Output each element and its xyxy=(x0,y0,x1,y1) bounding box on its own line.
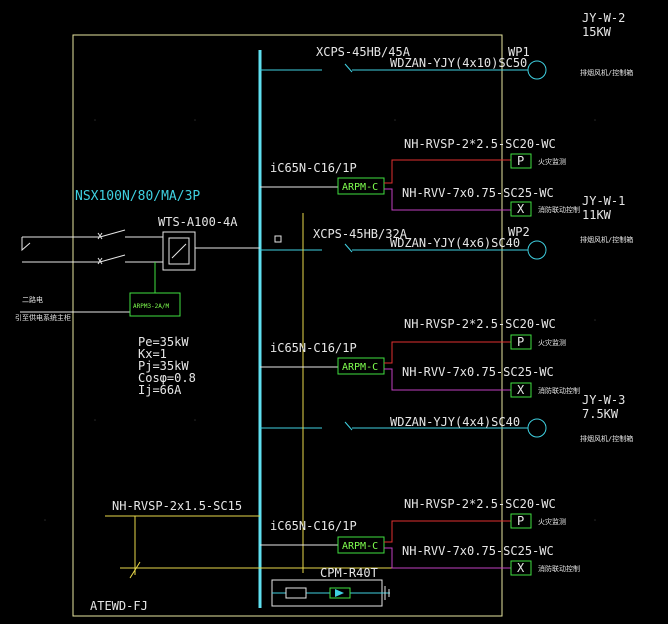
incoming-meter xyxy=(129,292,181,317)
feeder-2-line xyxy=(260,240,547,260)
ctrl-1-power-tag: P xyxy=(517,154,524,168)
ground-symbol xyxy=(384,586,390,600)
ctrl-3-power-desc: 火灾监测 xyxy=(538,517,566,526)
incoming-breaker-label: NSX100N/80/MA/3P xyxy=(75,189,200,204)
feeder-1-line xyxy=(260,60,547,80)
ctrl-2-power-desc: 火灾监测 xyxy=(538,338,566,347)
incoming-ats-label: WTS-A100-4A xyxy=(158,215,238,229)
ctrl-3-ctrl-tag: X xyxy=(517,561,525,575)
control-circuit-2 xyxy=(260,334,532,398)
bus-cable-label: NH-RVSP-2x1.5-SC15 xyxy=(112,499,242,513)
feeder-2-cable: WDZAN-YJY(4x6)SC40 xyxy=(390,236,520,250)
feeder-2-load-desc: 排烟风机/控制箱 xyxy=(580,235,633,244)
monitor-unit-label: CPM-R40T xyxy=(320,566,378,580)
feeder-1-load-id: JY-W-2 xyxy=(582,11,625,25)
ctrl-2-ctrl-desc: 消防联动控制 xyxy=(538,386,580,395)
ctrl-2-ctrl-cable: NH-RVV-7x0.75-SC25-WC xyxy=(402,365,554,379)
feeder-2-load-id: JY-W-1 xyxy=(582,194,625,208)
ctrl-1-breaker: iC65N-C16/1P xyxy=(270,161,357,175)
ctrl-2-power-cable: NH-RVSP-2*2.5-SC20-WC xyxy=(404,317,556,331)
feeder-2-load-power: 11KW xyxy=(582,208,612,222)
source-note-1: 二路电 xyxy=(22,295,43,304)
feeder-1-circuit: WP1 xyxy=(508,45,530,59)
calc-line: Kx=1 xyxy=(138,347,167,361)
ctrl-2-breaker: iC65N-C16/1P xyxy=(270,341,357,355)
ctrl-1-ctrl-desc: 消防联动控制 xyxy=(538,205,580,214)
calc-line: Pe=35kW xyxy=(138,335,189,349)
ctrl-2-monitor: ARPM-C xyxy=(342,362,378,373)
ctrl-1-power-desc: 火灾监测 xyxy=(538,157,566,166)
ctrl-3-monitor: ARPM-C xyxy=(342,541,378,552)
load-calculation: Pe=35kW Kx=1 Pj=35kW Cosφ=0.8 Ij=66A xyxy=(138,335,196,397)
control-circuit-3 xyxy=(260,513,532,576)
feeder-1-cable: WDZAN-YJY(4x10)SC50 xyxy=(390,56,527,70)
ats-switch-inner xyxy=(168,237,190,265)
feeder-1-load-power: 15KW xyxy=(582,25,612,39)
calc-line: Ij=66A xyxy=(138,383,182,397)
ctrl-2-power-tag: P xyxy=(517,335,524,349)
ctrl-2-ctrl-tag: X xyxy=(517,383,525,397)
ctrl-1-power-cable: NH-RVSP-2*2.5-SC20-WC xyxy=(404,137,556,151)
grid-dots xyxy=(44,119,596,521)
panel-frame xyxy=(72,34,503,617)
ctrl-3-ctrl-desc: 消防联动控制 xyxy=(538,564,580,573)
calc-line: Cosφ=0.8 xyxy=(138,371,196,385)
incoming-meter-label: ARPM3-2A/M xyxy=(133,303,170,310)
source-note-2: 引至供电系统主柜 xyxy=(15,313,71,322)
ctrl-1-ctrl-tag: X xyxy=(517,202,525,216)
ats-switch xyxy=(162,231,196,271)
feeder-3-line xyxy=(260,418,547,438)
incoming-lines xyxy=(20,229,260,313)
panel-name: ATEWD-FJ xyxy=(90,599,148,613)
feeder-3-load-id: JY-W-3 xyxy=(582,393,625,407)
feeder-1-breaker: XCPS-45HB/45A xyxy=(316,45,411,59)
ctrl-3-power-cable: NH-RVSP-2*2.5-SC20-WC xyxy=(404,497,556,511)
feeder-2-breaker: XCPS-45HB/32A xyxy=(313,227,408,241)
control-wiring xyxy=(120,213,395,579)
ctrl-3-breaker: iC65N-C16/1P xyxy=(270,519,357,533)
incoming-switch-marks xyxy=(97,232,103,265)
ctrl-3-ctrl-cable: NH-RVV-7x0.75-SC25-WC xyxy=(402,544,554,558)
calc-line: Pj=35kW xyxy=(138,359,189,373)
feeder-2-circuit: WP2 xyxy=(508,225,530,239)
feeder-1-load-desc: 排烟风机/控制箱 xyxy=(580,68,633,77)
ctrl-1-monitor: ARPM-C xyxy=(342,182,378,193)
control-circuit-1 xyxy=(260,153,532,217)
feeder-3-load-desc: 排烟风机/控制箱 xyxy=(580,434,633,443)
feeder-3-load-power: 7.5KW xyxy=(582,407,619,421)
ctrl-1-ctrl-cable: NH-RVV-7x0.75-SC25-WC xyxy=(402,186,554,200)
feeder-3-cable: WDZAN-YJY(4x4)SC40 xyxy=(390,415,520,429)
ctrl-3-power-tag: P xyxy=(517,514,524,528)
